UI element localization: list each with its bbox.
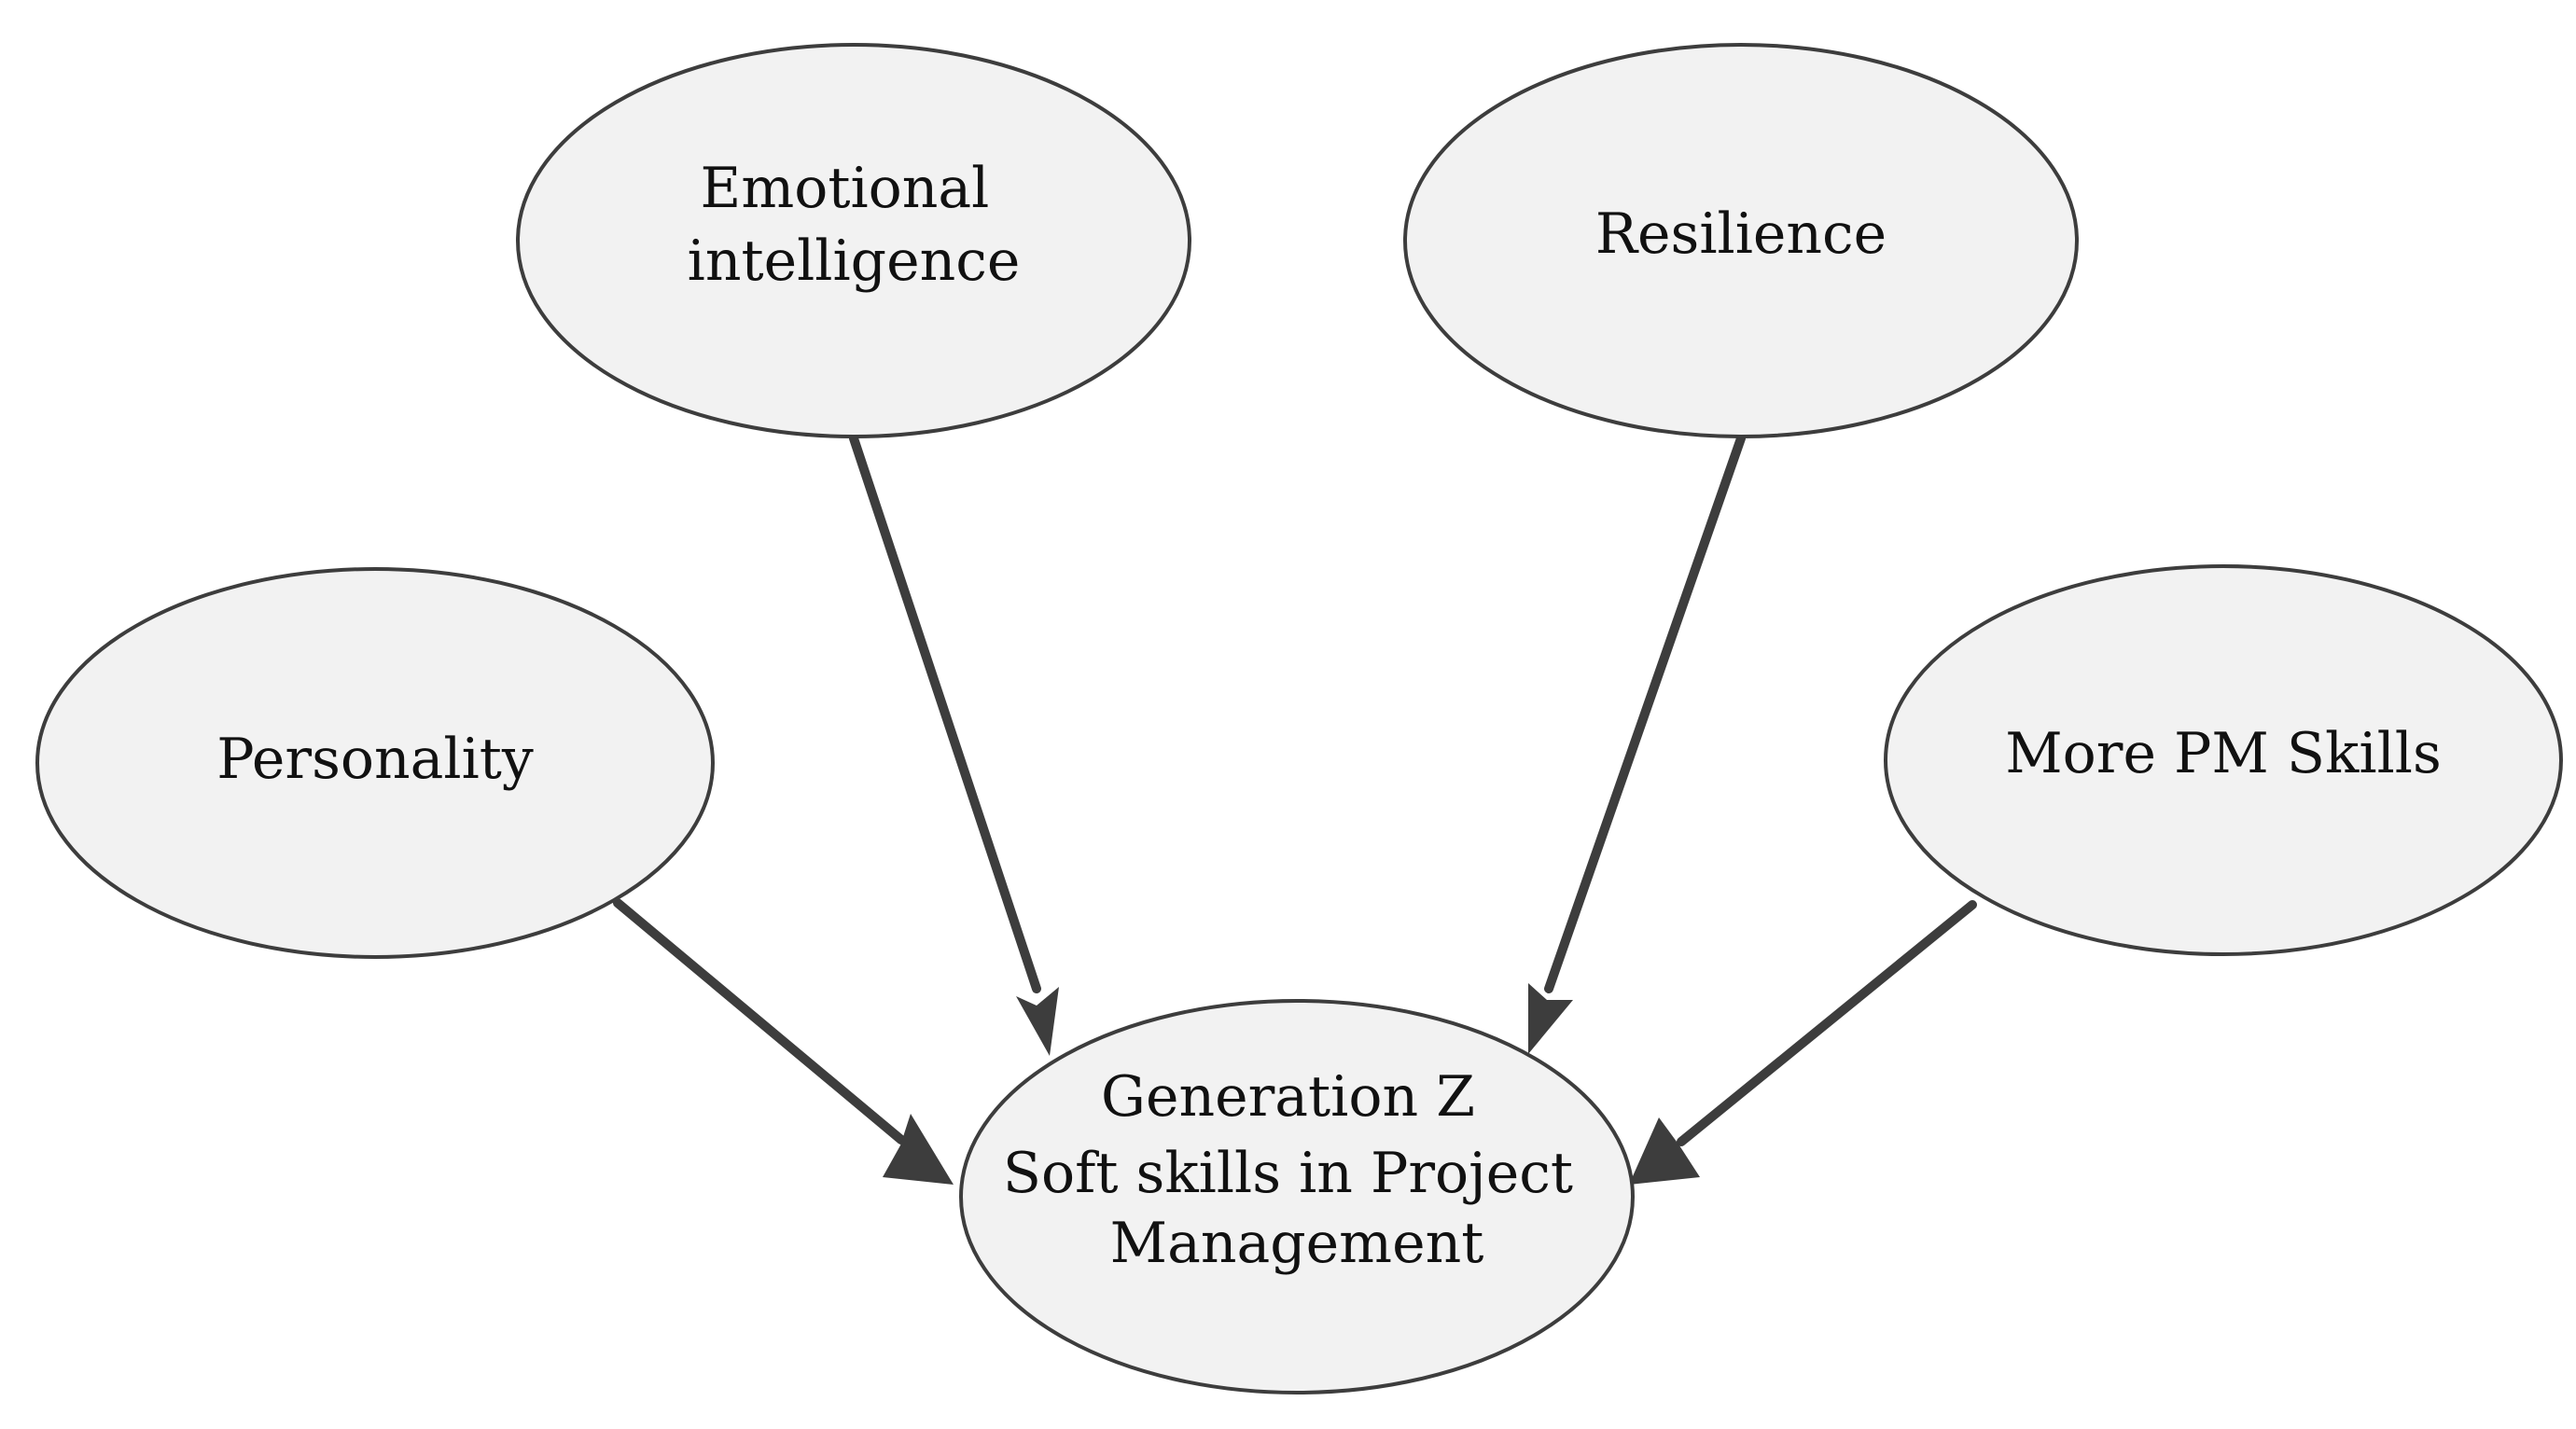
node-label: Personality — [216, 727, 534, 792]
node-personality: Personality — [35, 567, 715, 959]
arrow-emotional-intelligence-to-center — [849, 434, 1059, 1056]
arrow-personality-to-center — [613, 898, 954, 1185]
node-center: Generation Z Soft skills in Project Mana… — [959, 999, 1635, 1394]
node-label: Emotional intelligence — [688, 156, 1021, 294]
edges — [613, 434, 1977, 1185]
node-resilience: Resilience — [1403, 43, 2079, 438]
node-label: More PM Skills — [2005, 721, 2442, 786]
node-emotional-intelligence: Emotional intelligence — [516, 43, 1191, 438]
node-label: Generation Z Soft skills in Project Mana… — [1003, 1064, 1591, 1276]
node-label: Resilience — [1595, 201, 1887, 267]
arrow-resilience-to-center — [1528, 434, 1746, 1054]
arrow-more-pm-skills-to-center — [1629, 900, 1977, 1185]
node-more-pm-skills: More PM Skills — [1884, 564, 2563, 956]
